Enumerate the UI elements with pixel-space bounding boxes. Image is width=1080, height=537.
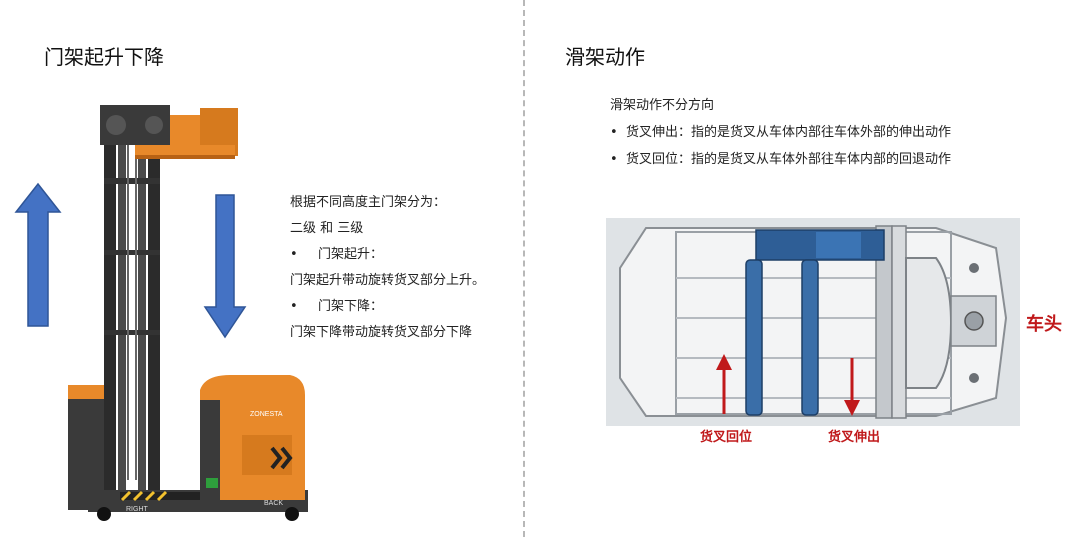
- bullet-fork-retract-text: 货叉回位：指的是货叉从车体外部往车体内部的回退动作: [626, 152, 952, 167]
- carriage-intro: 滑架动作不分方向: [610, 98, 715, 113]
- bullet-dot: •: [290, 299, 298, 314]
- desc-line-1: 根据不同高度主门架分为：: [290, 195, 447, 210]
- fork-retract-label: 货叉回位: [700, 430, 753, 445]
- bullet-dot: •: [290, 247, 298, 262]
- bullet-fork-extend-text: 货叉伸出：指的是货叉从车体内部往车体外部的伸出动作: [626, 125, 952, 140]
- forklift-illustration: RIGHT ZONESTA BACK: [68, 105, 308, 521]
- lift-up-arrow-icon: [14, 182, 62, 327]
- lower-down-arrow-icon: [203, 194, 247, 339]
- bullet-mast-lift: • 门架起升：: [290, 242, 485, 268]
- carriage-description: 滑架动作不分方向 • 货叉伸出：指的是货叉从车体内部往车体外部的伸出动作 • 货…: [610, 92, 951, 173]
- forklift-brand: ZONESTA: [250, 411, 283, 418]
- side-label-right: RIGHT: [126, 506, 149, 513]
- desc-line-2: 二级 和 三级: [290, 221, 364, 236]
- mast-description: 根据不同高度主门架分为： 二级 和 三级 • 门架起升： 门架起升带动旋转货叉部…: [290, 190, 485, 346]
- bullet-mast-lift-label: 门架起升：: [318, 247, 384, 262]
- bullet-fork-extend: • 货叉伸出：指的是货叉从车体内部往车体外部的伸出动作: [610, 119, 951, 146]
- bullet-dot: •: [610, 125, 618, 140]
- bullet-dot: •: [610, 152, 618, 167]
- side-label-back: BACK: [264, 500, 283, 507]
- bullet-mast-lower: • 门架下降：: [290, 294, 485, 320]
- fork-extend-label: 货叉伸出: [828, 430, 881, 445]
- bullet-mast-lift-text: 门架起升带动旋转货叉部分上升。: [290, 273, 486, 288]
- bullet-mast-lower-text: 门架下降带动旋转货叉部分下降: [290, 325, 473, 340]
- carriage-top-view-drawing: [606, 218, 1020, 426]
- bullet-mast-lower-label: 门架下降：: [318, 299, 384, 314]
- bullet-fork-retract: • 货叉回位：指的是货叉从车体外部往车体内部的回退动作: [610, 146, 951, 173]
- column-divider: [523, 0, 525, 537]
- left-section-title: 门架起升下降: [44, 45, 164, 69]
- vehicle-head-label: 车头: [1026, 314, 1062, 335]
- right-section-title: 滑架动作: [565, 45, 645, 69]
